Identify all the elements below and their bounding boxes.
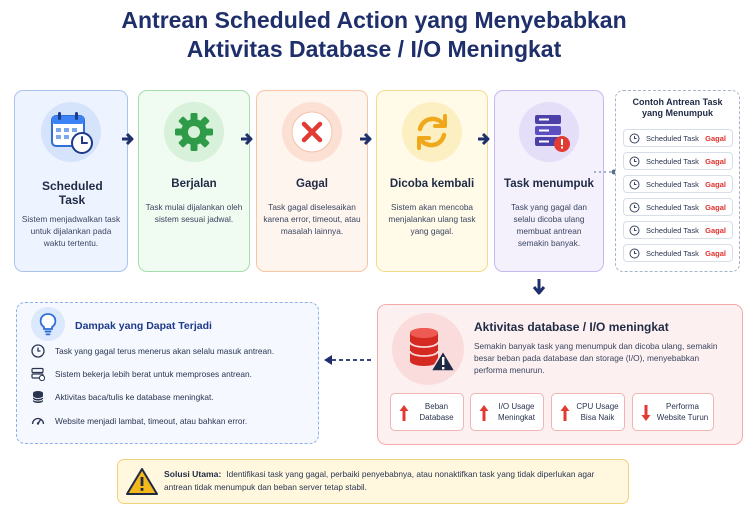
database-title: Aktivitas database / I/O meningkat <box>474 320 669 334</box>
metric-label: Beban Database <box>419 402 454 422</box>
queue-item-status: Gagal <box>705 157 726 166</box>
impact-item-text: Website menjadi lambat, timeout, atau ba… <box>55 416 248 426</box>
metric-card: Beban Database <box>390 393 464 431</box>
database-warning-icon <box>392 313 464 385</box>
clock-icon <box>629 179 640 190</box>
queue-item-status: Gagal <box>705 180 726 189</box>
flow-arrow-icon <box>122 132 134 146</box>
impact-panel: Dampak yang Dapat Terjadi Task yang gaga… <box>16 302 319 444</box>
flow-card-desc: Sistem menjadwalkan task untuk dijalanka… <box>21 214 121 248</box>
x-circle-icon <box>257 101 367 163</box>
queue-title: Contoh Antrean Task yang Menumpuk <box>632 97 723 118</box>
clock-icon <box>629 156 640 167</box>
flow-arrow-icon <box>241 132 253 146</box>
database-desc: Semakin banyak task yang menumpuk dan di… <box>474 341 718 375</box>
queue-item-status: Gagal <box>705 226 726 235</box>
database-activity-panel: Aktivitas database / I/O meningkat Semak… <box>377 304 743 445</box>
arrow-up-icon <box>560 405 570 421</box>
solution-text: Solusi Utama:Identifikasi task yang gaga… <box>164 468 618 494</box>
clock-icon <box>629 202 640 213</box>
gauge-icon <box>31 417 45 425</box>
clock-icon <box>629 133 640 144</box>
flow-card-title: Gagal <box>296 178 328 190</box>
impact-item-text: Task yang gagal terus menerus akan selal… <box>55 346 275 356</box>
impact-title: Dampak yang Dapat Terjadi <box>75 320 212 332</box>
list-item: Scheduled Task Gagal <box>623 221 733 239</box>
solution-body: Identifikasi task yang gagal, perbaiki p… <box>164 469 595 492</box>
impact-item-text: Aktivitas baca/tulis ke database meningk… <box>55 392 214 402</box>
queue-item-name: Scheduled Task <box>646 157 699 166</box>
queue-item-name: Scheduled Task <box>646 203 699 212</box>
queue-item-name: Scheduled Task <box>646 180 699 189</box>
metric-label: Performa Website Turun <box>656 402 709 422</box>
flow-arrow-icon <box>478 132 490 146</box>
lightbulb-icon <box>31 307 65 341</box>
solution-banner: Solusi Utama:Identifikasi task yang gaga… <box>117 459 629 504</box>
flow-arrow-icon <box>360 132 372 146</box>
flow-card-berjalan: Berjalan Task mulai dijalankan oleh sist… <box>138 90 250 272</box>
queue-item-status: Gagal <box>705 249 726 258</box>
flow-card-task-menumpuk: Task menumpuk Task yang gagal dan selalu… <box>494 90 604 272</box>
flow-card-dicoba-kembali: Dicoba kembali Sistem akan mencoba menja… <box>376 90 488 272</box>
metric-label: CPU Usage Bisa Naik <box>576 402 619 422</box>
calendar-clock-icon <box>15 101 127 163</box>
server-alert-icon <box>495 101 603 163</box>
flow-card-desc: Task gagal diselesaikan karena error, ti… <box>263 202 361 236</box>
flow-card-desc: Task mulai dijalankan oleh sistem sesuai… <box>145 202 243 224</box>
down-arrow-icon <box>532 279 546 295</box>
warning-icon <box>126 468 158 495</box>
metric-label: I/O Usage Meningkat <box>498 402 535 422</box>
arrow-down-icon <box>641 405 651 421</box>
title-line-2: Aktivitas Database / I/O Meningkat <box>186 36 562 62</box>
flow-card-desc: Task yang gagal dan selalu dicoba ulang … <box>510 202 588 248</box>
flow-card-gagal: Gagal Task gagal diselesaikan karena err… <box>256 90 368 272</box>
arrow-up-icon <box>399 405 409 421</box>
gear-icon <box>139 101 249 163</box>
list-item: Scheduled Task Gagal <box>623 244 733 262</box>
list-item: Scheduled Task Gagal <box>623 175 733 193</box>
queue-item-name: Scheduled Task <box>646 134 699 143</box>
arrow-up-icon <box>479 405 489 421</box>
retry-icon <box>377 101 487 163</box>
list-item: Scheduled Task Gagal <box>623 152 733 170</box>
list-item: Scheduled Task Gagal <box>623 129 733 147</box>
flow-card-title: Scheduled Task <box>42 179 103 207</box>
metric-card: Performa Website Turun <box>632 393 714 431</box>
clock-icon <box>629 248 640 259</box>
flow-card-title: Berjalan <box>171 178 217 190</box>
clock-icon <box>629 225 640 236</box>
flow-card-desc: Sistem akan mencoba menjalankan ulang ta… <box>388 202 476 236</box>
clock-icon <box>31 344 45 358</box>
queue-item-status: Gagal <box>705 134 726 143</box>
flow-card-scheduled-task: Scheduled Task Sistem menjadwalkan task … <box>14 90 128 272</box>
queue-item-name: Scheduled Task <box>646 226 699 235</box>
queue-item-status: Gagal <box>705 203 726 212</box>
server-icon <box>31 367 45 381</box>
flow-card-title: Task menumpuk <box>504 178 594 190</box>
list-item: Scheduled Task Gagal <box>623 198 733 216</box>
left-arrow-icon <box>324 355 372 365</box>
metric-card: I/O Usage Meningkat <box>470 393 544 431</box>
metric-card: CPU Usage Bisa Naik <box>551 393 625 431</box>
impact-item-text: Sistem bekerja lebih berat untuk mempros… <box>55 369 252 379</box>
flow-card-title: Dicoba kembali <box>389 178 475 190</box>
queue-panel: Contoh Antrean Task yang Menumpuk Schedu… <box>615 90 740 272</box>
database-icon <box>32 391 44 403</box>
page-title: Antrean Scheduled Action yang Menyebabka… <box>0 6 748 64</box>
title-line-1: Antrean Scheduled Action yang Menyebabka… <box>121 7 627 33</box>
solution-label: Solusi Utama: <box>164 469 222 479</box>
queue-item-name: Scheduled Task <box>646 249 699 258</box>
